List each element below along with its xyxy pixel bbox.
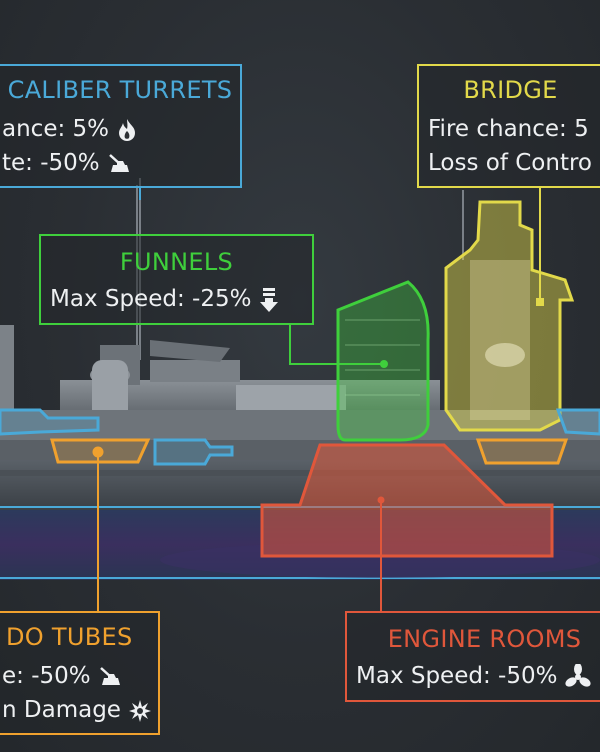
fire-icon bbox=[119, 118, 136, 141]
torpedo-outlines bbox=[50, 438, 569, 612]
torpedo-title: DO TUBES bbox=[6, 623, 133, 651]
bridge-loss-of-control: Loss of Contro bbox=[428, 150, 592, 176]
turrets-title: CALIBER TURRETS bbox=[7, 76, 233, 104]
engine-speed-text: Max Speed: -50% bbox=[356, 663, 558, 689]
disabled-turret-icon bbox=[100, 666, 120, 685]
bridge-fire-chance: Fire chance: 5 bbox=[428, 116, 589, 142]
turrets-fire-chance: ance: 5% bbox=[2, 116, 138, 142]
funnels-label-box: FUNNELS Max Speed: -25% bbox=[39, 234, 314, 325]
bridge-highlight bbox=[444, 188, 575, 432]
disabled-turret-icon bbox=[109, 153, 129, 172]
explosion-icon bbox=[129, 699, 152, 722]
bridge-label-box: BRIDGE Fire chance: 5 Loss of Contro bbox=[417, 64, 600, 188]
propeller-icon bbox=[565, 663, 591, 687]
funnels-speed-text: Max Speed: -25% bbox=[50, 286, 252, 312]
torpedo-damage: n Damage bbox=[2, 697, 152, 723]
turrets-disable-text: te: -50% bbox=[2, 150, 100, 176]
torpedo-label-box: DO TUBES e: -50% n Damage bbox=[0, 611, 160, 735]
funnels-highlight bbox=[289, 280, 430, 442]
turret-outlines bbox=[0, 408, 600, 466]
engine-label-box: ENGINE ROOMS Max Speed: -50% bbox=[345, 611, 600, 702]
engine-rooms-highlight bbox=[260, 443, 554, 612]
speed-down-icon bbox=[259, 287, 278, 312]
turrets-disable-rate: te: -50% bbox=[2, 150, 131, 176]
funnels-title: FUNNELS bbox=[119, 248, 234, 276]
turrets-label-box: CALIBER TURRETS ance: 5% te: -50% bbox=[0, 64, 242, 188]
funnels-max-speed: Max Speed: -25% bbox=[50, 286, 279, 313]
torpedo-disable-rate: e: -50% bbox=[2, 663, 122, 689]
engine-max-speed: Max Speed: -50% bbox=[356, 663, 591, 690]
torpedo-disable-text: e: -50% bbox=[2, 663, 91, 689]
engine-title: ENGINE ROOMS bbox=[387, 625, 582, 653]
turrets-fire-text: ance: 5% bbox=[2, 116, 110, 142]
bridge-title: BRIDGE bbox=[463, 76, 558, 104]
torpedo-damage-text: n Damage bbox=[2, 697, 121, 723]
